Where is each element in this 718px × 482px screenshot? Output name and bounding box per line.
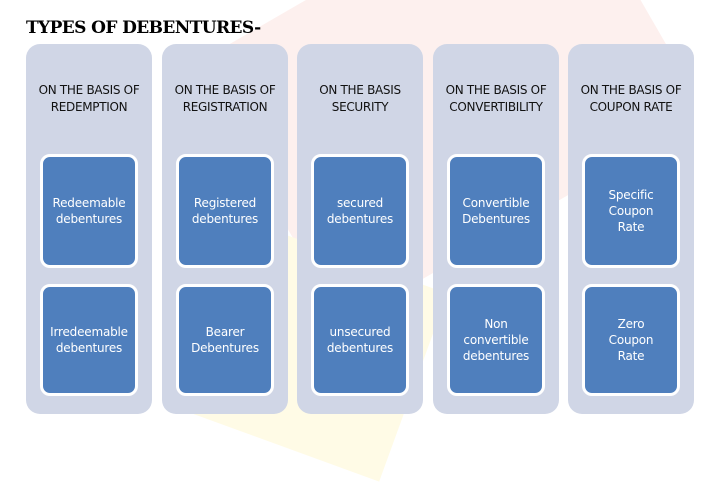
type-box: Non convertible debentures [447,284,545,396]
type-box: Registered debentures [176,154,274,268]
column-heading: ON THE BASIS OF CONVERTIBILITY [445,83,547,114]
column-security: ON THE BASIS SECURITY secured debentures… [297,44,423,414]
type-box: Bearer Debentures [176,284,274,396]
column-heading: ON THE BASIS OF REDEMPTION [38,83,140,114]
column-convertibility: ON THE BASIS OF CONVERTIBILITY Convertib… [433,44,559,414]
type-box: Redeemable debentures [40,154,138,268]
diagram-title: TYPES OF DEBENTURES- [26,18,261,38]
type-box: Irredeemable debentures [40,284,138,396]
column-heading: ON THE BASIS OF REGISTRATION [174,83,276,114]
column-registration: ON THE BASIS OF REGISTRATION Registered … [162,44,288,414]
type-box: secured debentures [311,154,409,268]
column-heading: ON THE BASIS OF COUPON RATE [580,83,682,114]
type-box: Specific Coupon Rate [582,154,680,268]
column-coupon-rate: ON THE BASIS OF COUPON RATE Specific Cou… [568,44,694,414]
column-redemption: ON THE BASIS OF REDEMPTION Redeemable de… [26,44,152,414]
type-box: unsecured debentures [311,284,409,396]
column-heading: ON THE BASIS SECURITY [319,83,401,114]
type-box: Zero Coupon Rate [582,284,680,396]
type-box: Convertible Debentures [447,154,545,268]
